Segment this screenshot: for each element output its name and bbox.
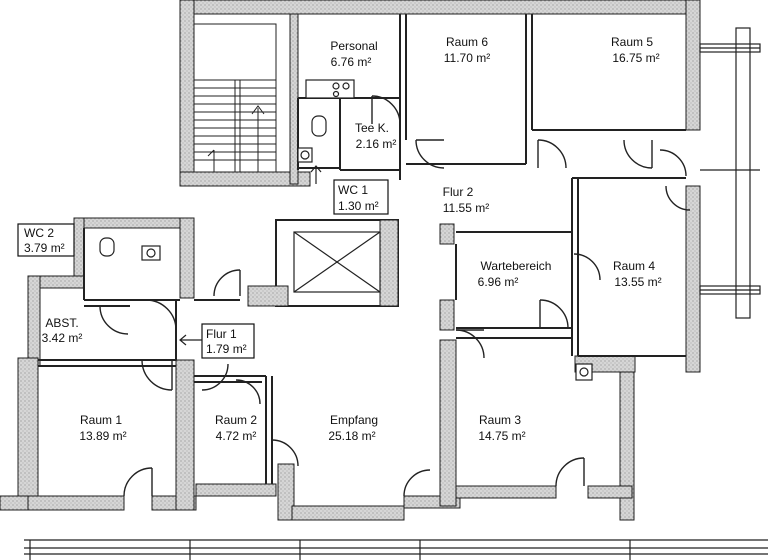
- room-name-flur2: Flur 2: [443, 185, 474, 199]
- room-area-raum4: 13.55 m²: [614, 275, 661, 289]
- flur1-label-box: [201, 323, 255, 359]
- room-area-personal: 6.76 m²: [331, 55, 372, 69]
- room-area-wc1: 1.30 m²: [338, 199, 379, 213]
- room-area-wartebereich: 6.96 m²: [478, 275, 519, 289]
- room-labels: Personal 6.76 m² Raum 6 11.70 m² Raum 5 …: [17, 35, 662, 443]
- room-area-raum1: 13.89 m²: [79, 429, 126, 443]
- balcony: [699, 27, 761, 319]
- room-name-wartebereich: Wartebereich: [481, 259, 552, 273]
- toilet-icon: [311, 115, 327, 137]
- wc1-label-box: [333, 179, 389, 215]
- room-area-flur2: 11.55 m²: [443, 201, 489, 215]
- room-name-abst: ABST.: [45, 316, 78, 330]
- room-name-empfang: Empfang: [330, 413, 378, 427]
- fixtures: [99, 79, 593, 381]
- room-name-teek: Tee K.: [355, 121, 389, 135]
- room-area-flur1: 1.79 m²: [206, 342, 247, 356]
- wc2-label-box: [17, 223, 75, 257]
- room-name-raum1: Raum 1: [80, 413, 122, 427]
- terrace-rail: [24, 539, 768, 560]
- room-name-raum6: Raum 6: [446, 35, 488, 49]
- room-area-raum6: 11.70 m²: [444, 51, 490, 65]
- sink-icon: [297, 147, 313, 163]
- room-area-wc2: 3.79 m²: [24, 241, 65, 255]
- room-area-raum2: 4.72 m²: [216, 429, 257, 443]
- room-name-raum2: Raum 2: [215, 413, 257, 427]
- room-name-wc2: WC 2: [24, 226, 54, 240]
- room-area-teek: 2.16 m²: [356, 137, 397, 151]
- room-name-flur1: Flur 1: [206, 327, 237, 341]
- kitchen-counter: [305, 79, 355, 99]
- room-area-empfang: 25.18 m²: [328, 429, 375, 443]
- room-name-personal: Personal: [330, 39, 377, 53]
- stove-icon: [332, 82, 340, 90]
- room-area-raum3: 14.75 m²: [478, 429, 525, 443]
- room-name-raum4: Raum 4: [613, 259, 655, 273]
- room-name-raum3: Raum 3: [479, 413, 521, 427]
- room-area-raum5: 16.75 m²: [612, 51, 659, 65]
- outer-walls: [0, 0, 701, 521]
- elevator-shaft: [293, 231, 381, 293]
- staircase: [193, 23, 277, 173]
- room-area-abst: 3.42 m²: [42, 331, 83, 345]
- doors: [99, 95, 691, 497]
- room-name-raum5: Raum 5: [611, 35, 653, 49]
- room-name-wc1: WC 1: [338, 183, 368, 197]
